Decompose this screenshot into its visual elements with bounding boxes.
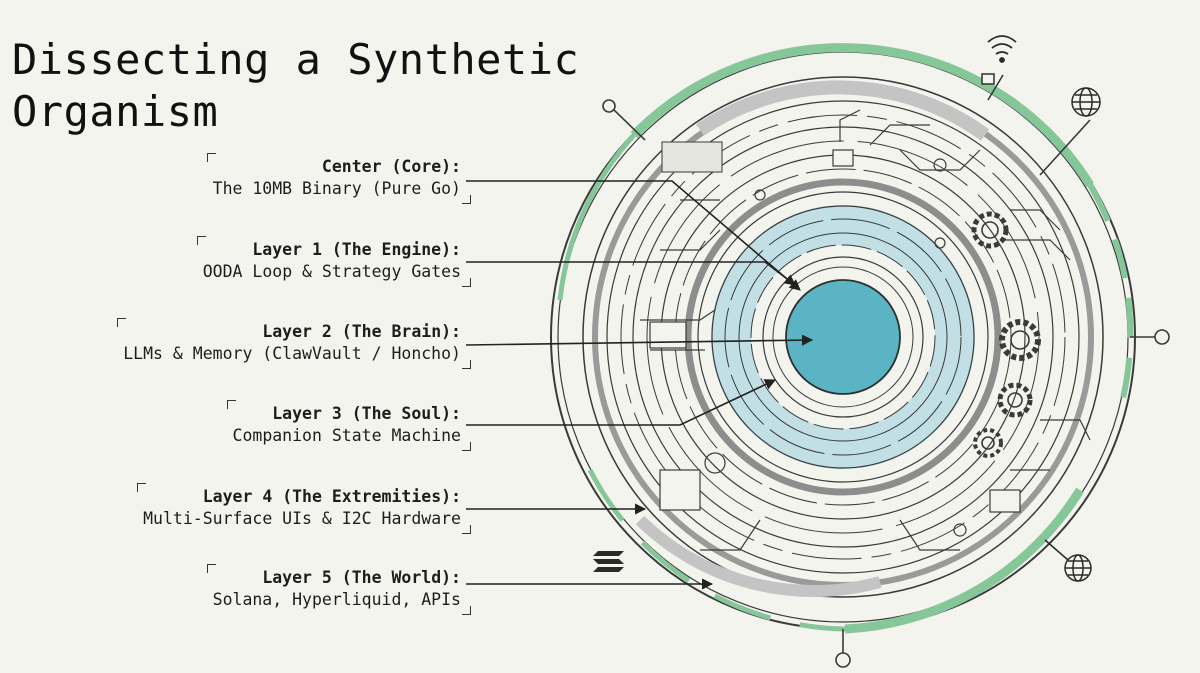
label-layer-2-description: LLMs & Memory (ClawVault / Honcho) bbox=[123, 344, 461, 363]
globe-icon-2 bbox=[1044, 539, 1092, 582]
solana-logo-icon bbox=[593, 551, 624, 572]
ring-layer-4 bbox=[582, 76, 1104, 598]
core bbox=[785, 279, 901, 395]
label-core: Center (Core): The 10MB Binary (Pure Go) bbox=[206, 153, 472, 204]
wifi-icon bbox=[987, 35, 1017, 63]
gear-icon bbox=[971, 211, 1041, 458]
globe-icon bbox=[1071, 87, 1101, 117]
ring-layer-5 bbox=[550, 43, 1136, 634]
label-layer-5-description: Solana, Hyperliquid, APIs bbox=[212, 590, 461, 609]
label-layer-4-description: Multi-Surface UIs & I2C Hardware bbox=[143, 509, 461, 528]
title-line-2: Organism bbox=[12, 87, 219, 136]
label-core-heading: Center (Core): bbox=[321, 157, 461, 176]
label-layer-3: Layer 3 (The Soul): Companion State Mach… bbox=[226, 400, 472, 451]
label-layer-2: Layer 2 (The Brain): LLMs & Memory (Claw… bbox=[117, 318, 471, 369]
label-layer-5-heading: Layer 5 (The World): bbox=[262, 568, 461, 587]
title-line-1: Dissecting a Synthetic bbox=[12, 35, 580, 84]
external-nodes bbox=[602, 73, 1170, 668]
arrow-layer-1 bbox=[466, 261, 796, 286]
page-title: Dissecting a Synthetic Organism bbox=[12, 34, 579, 138]
ring-layer-3 bbox=[646, 140, 1040, 534]
label-layer-4: Layer 4 (The Extremities): Multi-Surface… bbox=[137, 483, 471, 534]
label-layer-5: Layer 5 (The World): Solana, Hyperliquid… bbox=[206, 564, 472, 615]
arrow-core bbox=[466, 180, 801, 291]
label-layer-1-description: OODA Loop & Strategy Gates bbox=[202, 262, 461, 281]
circuit-traces bbox=[640, 109, 1091, 551]
ring-layer-2 bbox=[711, 205, 975, 469]
label-layer-3-description: Companion State Machine bbox=[232, 426, 461, 445]
arrow-layer-2 bbox=[465, 334, 814, 346]
label-core-description: The 10MB Binary (Pure Go) bbox=[212, 179, 461, 198]
arrow-layer-3 bbox=[466, 379, 777, 426]
callout-arrows bbox=[465, 180, 814, 590]
label-layer-4-heading: Layer 4 (The Extremities): bbox=[202, 487, 461, 506]
ring-layer-1 bbox=[762, 256, 924, 418]
label-layer-1-heading: Layer 1 (The Engine): bbox=[252, 240, 461, 259]
label-layer-2-heading: Layer 2 (The Brain): bbox=[262, 322, 461, 341]
label-layer-1: Layer 1 (The Engine): OODA Loop & Strate… bbox=[196, 236, 472, 287]
label-layer-3-heading: Layer 3 (The Soul): bbox=[272, 404, 461, 423]
